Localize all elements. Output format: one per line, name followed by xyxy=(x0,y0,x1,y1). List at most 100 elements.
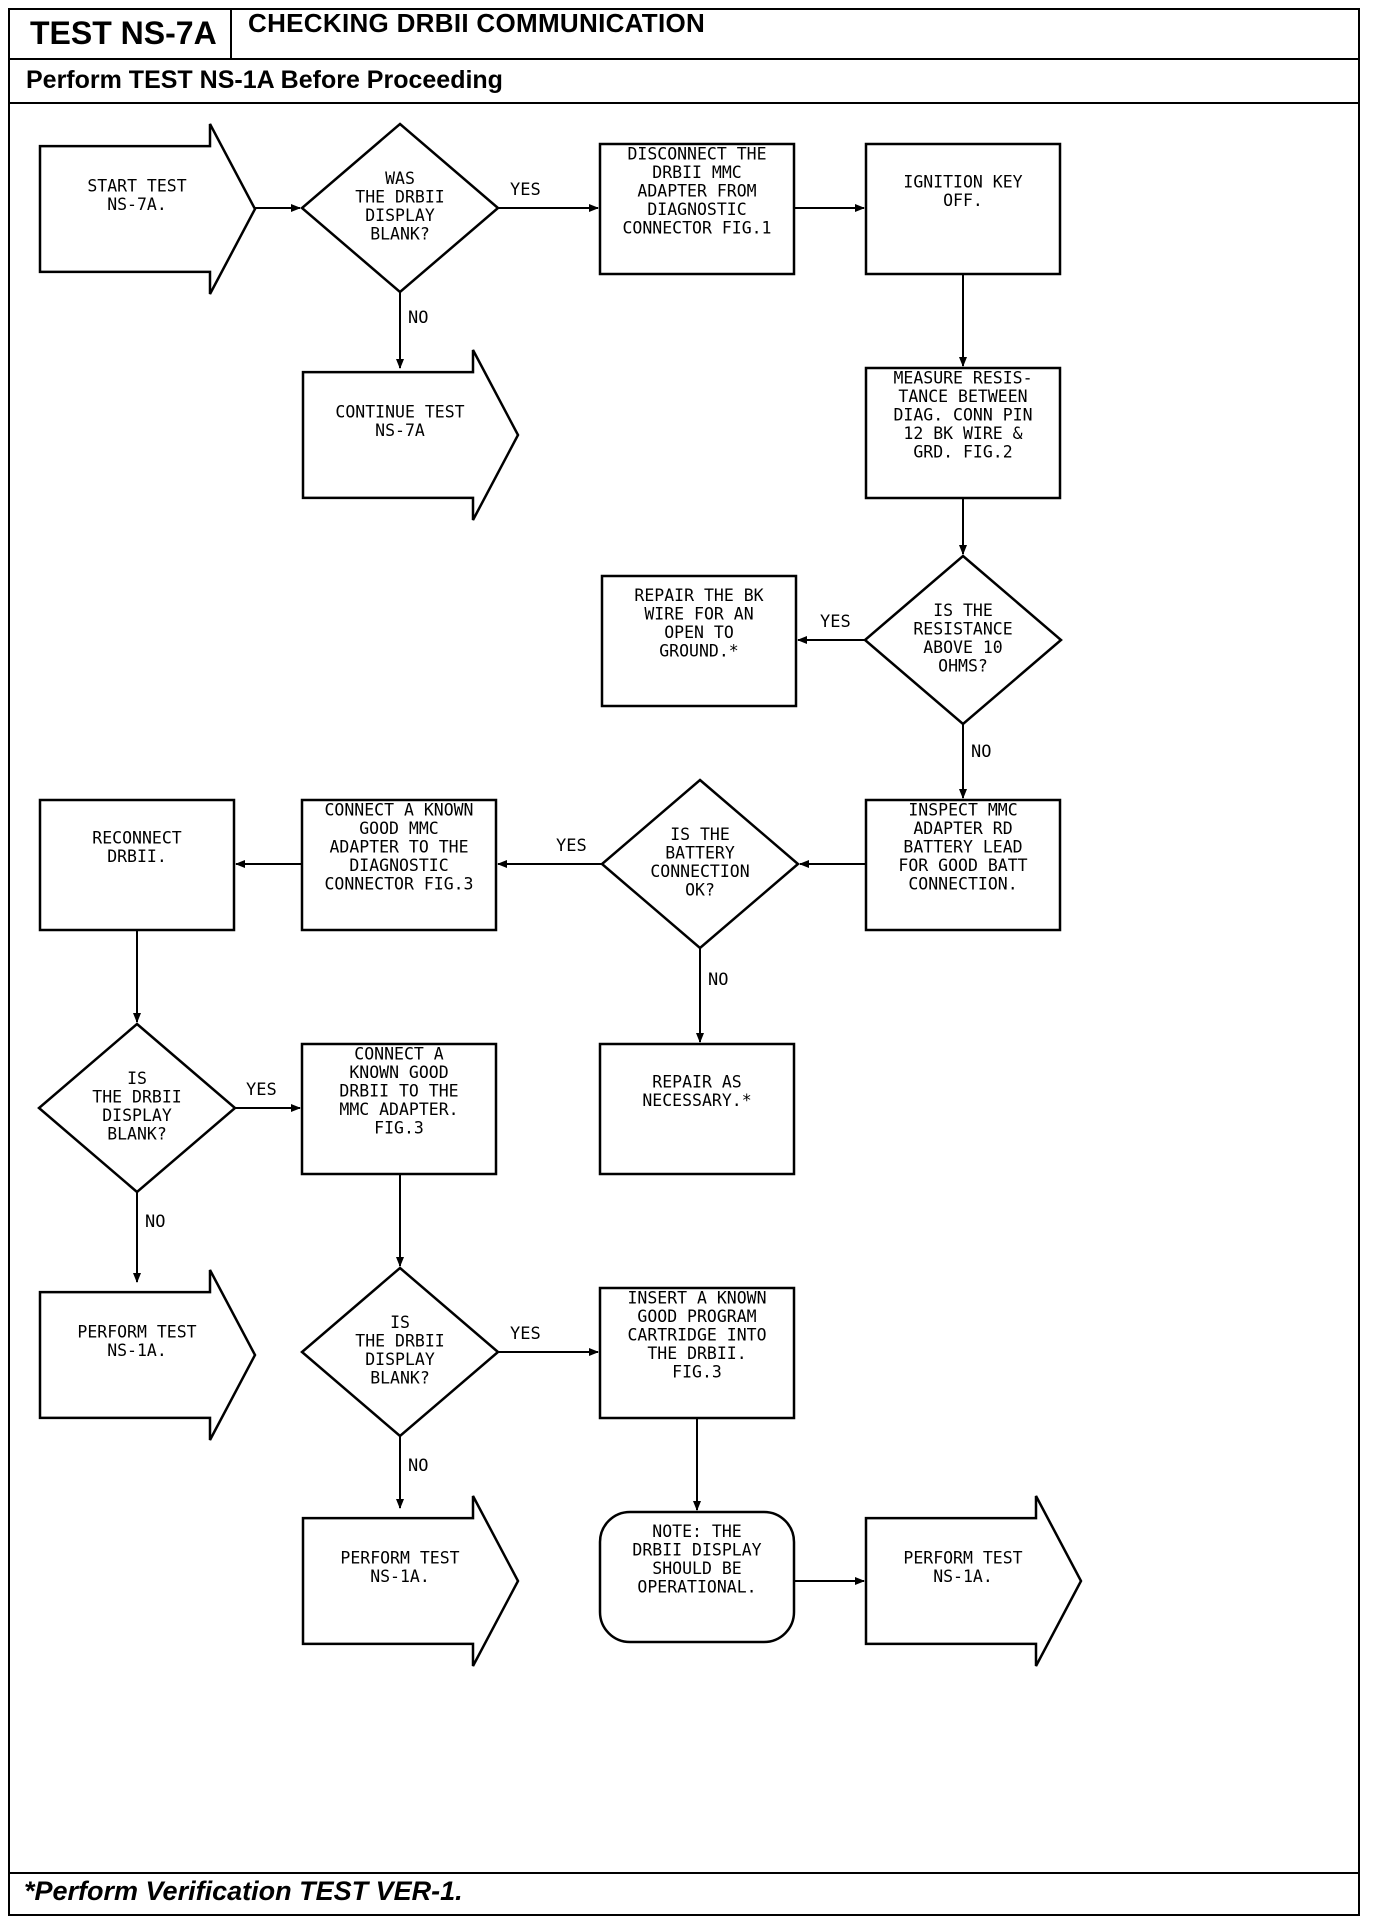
insert-cartridge-text-line: INSERT A KNOWN xyxy=(627,1289,766,1308)
page-title: CHECKING DRBII COMMUNICATION xyxy=(248,8,706,38)
inspect-text-line: CONNECTION. xyxy=(908,875,1017,894)
ignition-off-text-line: IGNITION KEY xyxy=(903,172,1022,191)
inspect-text-line: BATTERY LEAD xyxy=(903,838,1022,857)
repair-necessary-text-line: NECESSARY.* xyxy=(642,1091,751,1110)
subheader-divider xyxy=(8,102,1360,104)
no-label: NO xyxy=(145,1212,165,1232)
connect-adapter-text-line: DIAGNOSTIC xyxy=(349,856,448,875)
yes-label: YES xyxy=(510,180,541,200)
q-battery-text-line: OK? xyxy=(685,880,715,899)
disconnect-text-line: DIAGNOSTIC xyxy=(647,200,746,219)
measure-text-line: TANCE BETWEEN xyxy=(898,387,1027,406)
q-resistance-text-line: IS THE xyxy=(933,601,993,620)
perform-3-text-line: NS-1A. xyxy=(933,1567,993,1586)
connect-adapter-text-line: CONNECT A KNOWN xyxy=(324,801,473,820)
perform-1-text-line: NS-1A. xyxy=(107,1341,167,1360)
q-battery-text-line: BATTERY xyxy=(665,843,735,862)
connect-drbii-text-line: CONNECT A xyxy=(354,1045,443,1064)
q-display-blank-2-text-line: IS xyxy=(127,1069,147,1088)
q-display-blank-2-text-line: DISPLAY xyxy=(102,1106,172,1125)
prerequisite-note: Perform TEST NS-1A Before Proceeding xyxy=(26,66,503,94)
q-display-blank-3-text-line: THE DRBII xyxy=(355,1331,444,1350)
repair-bk-text-line: REPAIR THE BK xyxy=(634,586,763,605)
repair-bk-text-line: OPEN TO xyxy=(664,623,734,642)
disconnect-text-line: ADAPTER FROM xyxy=(637,182,756,201)
inspect-text-line: INSPECT MMC xyxy=(908,801,1017,820)
footer-divider xyxy=(8,1872,1360,1874)
repair-bk-text-line: WIRE FOR AN xyxy=(644,604,753,623)
continue-text-line: NS-7A xyxy=(375,421,425,440)
no-label: NO xyxy=(971,742,991,762)
note-operational-text-line: DRBII DISPLAY xyxy=(632,1540,761,1559)
q-resistance-text-line: RESISTANCE xyxy=(913,619,1012,638)
measure-text-line: DIAG. CONN PIN xyxy=(893,406,1032,425)
connect-adapter-text-line: CONNECTOR FIG.3 xyxy=(324,875,473,894)
header-divider xyxy=(8,58,1360,60)
q-display-blank-3-text-line: IS xyxy=(390,1313,410,1332)
yes-label: YES xyxy=(510,1324,541,1344)
ignition-off-text-line: OFF. xyxy=(943,191,983,210)
q-resistance-text-line: ABOVE 10 xyxy=(923,638,1002,657)
connect-drbii-text-line: DRBII TO THE xyxy=(339,1082,458,1101)
repair-necessary-text-line: REPAIR AS xyxy=(652,1072,741,1091)
no-label: NO xyxy=(708,970,728,990)
perform-2-text-line: NS-1A. xyxy=(370,1567,430,1586)
insert-cartridge-text-line: THE DRBII. xyxy=(647,1344,746,1363)
no-label: NO xyxy=(408,308,428,328)
connect-adapter-text-line: GOOD MMC xyxy=(359,819,438,838)
no-label: NO xyxy=(408,1456,428,1476)
measure-text-line: 12 BK WIRE & xyxy=(903,424,1022,443)
connect-drbii-text-line: FIG.3 xyxy=(374,1119,424,1138)
q-display-blank-3-text-line: DISPLAY xyxy=(365,1350,435,1369)
continue-text-line: CONTINUE TEST xyxy=(335,402,464,421)
test-id: TEST NS-7A xyxy=(8,8,232,58)
outer-frame xyxy=(8,8,1360,1916)
insert-cartridge-text-line: CARTRIDGE INTO xyxy=(627,1326,766,1345)
connect-drbii-text-line: MMC ADAPTER. xyxy=(339,1100,458,1119)
inspect-text-line: FOR GOOD BATT xyxy=(898,856,1027,875)
perform-3-text-line: PERFORM TEST xyxy=(903,1548,1022,1567)
q-display-blank-2-text-line: THE DRBII xyxy=(92,1087,181,1106)
note-operational-text-line: NOTE: THE xyxy=(652,1522,741,1541)
reconnect-text-line: DRBII. xyxy=(107,847,167,866)
yes-label: YES xyxy=(820,612,851,632)
q-battery-text-line: CONNECTION xyxy=(650,862,749,881)
repair-bk-text-line: GROUND.* xyxy=(659,641,738,660)
q-display-blank-2-text-line: BLANK? xyxy=(107,1124,167,1143)
q-display-blank-3-text-line: BLANK? xyxy=(370,1368,430,1387)
disconnect-text-line: CONNECTOR FIG.1 xyxy=(622,219,771,238)
yes-label: YES xyxy=(556,836,587,856)
connect-adapter-text-line: ADAPTER TO THE xyxy=(329,838,468,857)
note-operational-text-line: OPERATIONAL. xyxy=(637,1577,756,1596)
disconnect-text-line: DRBII MMC xyxy=(652,163,741,182)
disconnect-text-line: DISCONNECT THE xyxy=(627,145,766,164)
perform-2-text-line: PERFORM TEST xyxy=(340,1548,459,1567)
q-display-blank-1-text-line: BLANK? xyxy=(370,224,430,243)
q-display-blank-1-text-line: DISPLAY xyxy=(365,206,435,225)
q-resistance-text-line: OHMS? xyxy=(938,656,988,675)
q-display-blank-1-text-line: WAS xyxy=(385,169,415,188)
perform-1-text-line: PERFORM TEST xyxy=(77,1322,196,1341)
measure-text-line: GRD. FIG.2 xyxy=(913,443,1012,462)
reconnect-text-line: RECONNECT xyxy=(92,828,181,847)
start-text-line: NS-7A. xyxy=(107,195,167,214)
